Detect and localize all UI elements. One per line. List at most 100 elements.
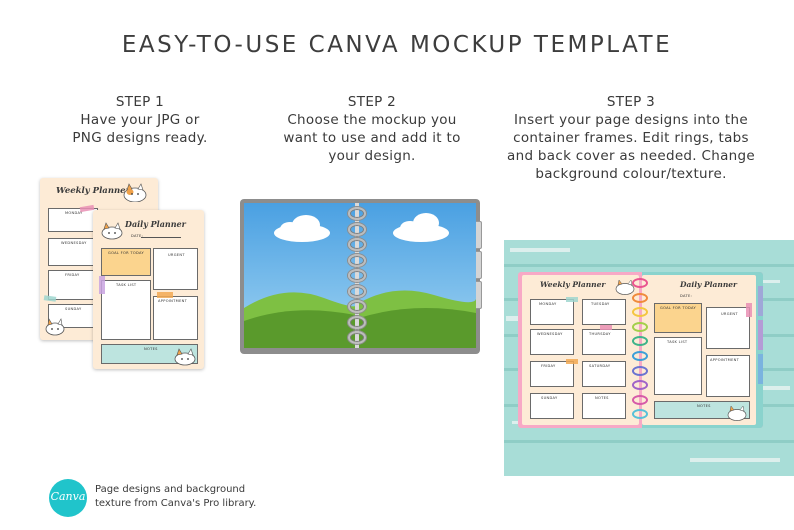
weekly-box: TUESDAY [582, 299, 626, 325]
weekly-box: SATURDAY [582, 361, 626, 387]
binder-ring [348, 300, 366, 313]
weekly-label: THURSDAY [589, 332, 611, 336]
washi-tape [99, 276, 105, 294]
daily-planner-title: Daily Planner [125, 219, 186, 229]
weekly-planner-title: Weekly Planner [56, 186, 131, 196]
binder-ring [348, 238, 366, 251]
weekly-box: WEDNESDAY [530, 329, 574, 355]
binder-ring [348, 315, 366, 329]
finished-planner-mockup: Weekly Planner MONDAY WEDNESDAY FRIDAY S… [518, 272, 763, 428]
page-title: EASY-TO-USE CANVA MOCKUP TEMPLATE [121, 32, 673, 58]
weekly-box: THURSDAY [582, 329, 626, 355]
credit-text: Page designs and background texture from… [95, 484, 257, 509]
binder-ring [348, 269, 366, 282]
washi-tape [566, 359, 578, 364]
washi-tape [43, 295, 57, 302]
binder-ring [632, 380, 648, 391]
date-line [141, 237, 181, 238]
washi-tape [157, 292, 173, 298]
cat-illustration-icon [615, 279, 635, 295]
weekly-label: SUNDAY [65, 307, 82, 311]
daily-label: URGENT [168, 253, 185, 257]
weekly-box: SUNDAY [530, 393, 574, 419]
daily-label: TASK LIST [667, 340, 688, 344]
washi-tape [746, 303, 752, 317]
weekly-label: TUESDAY [591, 302, 610, 306]
step-2-text: Choose the mockup you want to use and ad… [283, 112, 461, 164]
canva-logo: Canva [49, 479, 87, 517]
step-3-text: Insert your page designs into the contai… [507, 112, 755, 182]
binder-ring [348, 253, 366, 267]
weekly-label: SUNDAY [541, 396, 558, 400]
binder-ring [632, 409, 648, 420]
binder-ring [632, 292, 648, 303]
daily-date-label: DATE: [131, 234, 144, 238]
binder-ring [632, 307, 648, 318]
step-1: STEP 1 Have your JPG or PNG designs read… [60, 93, 220, 147]
daily-box: GOAL FOR TODAY [101, 248, 151, 276]
daily-label: NOTES [697, 404, 711, 408]
step-2: STEP 2 Choose the mockup you want to use… [282, 93, 462, 165]
daily-planner-page: Daily Planner DATE: GOAL FOR TODAY TASK … [93, 210, 204, 369]
binder-ring [348, 207, 366, 220]
canva-logo-text: Canva [50, 490, 86, 503]
daily-label: NOTES [144, 347, 158, 351]
daily-box: TASK LIST [654, 337, 702, 395]
daily-box: URGENT [153, 248, 198, 290]
daily-label: GOAL FOR TODAY [660, 306, 696, 310]
weekly-label: FRIDAY [541, 364, 556, 368]
step-1-text: Have your JPG or PNG designs ready. [72, 112, 208, 146]
daily-box: NOTES [654, 401, 750, 419]
blank-planner-mockup [240, 199, 482, 354]
daily-label: APPOINTMENT [158, 299, 188, 303]
weekly-box: MONDAY [530, 299, 574, 325]
weekly-planner-title: Weekly Planner [540, 280, 606, 289]
binder-ring [348, 331, 366, 344]
binder-ring [632, 394, 648, 405]
step-1-header: STEP 1 [115, 94, 165, 110]
washi-tape [566, 297, 578, 302]
cat-illustration-icon [45, 318, 65, 336]
weekly-box: NOTES [582, 393, 626, 419]
binder-ring [632, 351, 648, 361]
step-3: STEP 3 Insert your page designs into the… [500, 93, 762, 183]
daily-label: GOAL FOR TODAY [108, 251, 144, 255]
weekly-box: WEDNESDAY [48, 238, 98, 266]
binder-ring [632, 336, 648, 347]
cat-illustration-icon [727, 405, 747, 421]
daily-label: APPOINTMENT [710, 358, 740, 362]
finished-daily-page: Daily Planner DATE: GOAL FOR TODAY TASK … [642, 275, 756, 425]
step-2-header: STEP 2 [347, 94, 397, 110]
binder-ring [632, 278, 648, 288]
weekly-label: WEDNESDAY [537, 332, 563, 336]
daily-date-label: DATE: [680, 294, 693, 298]
daily-box: APPOINTMENT [153, 296, 198, 340]
weekly-label: FRIDAY [65, 273, 80, 277]
weekly-box: FRIDAY [48, 270, 98, 300]
daily-box: NOTES [101, 344, 198, 364]
binder-ring [348, 284, 366, 298]
daily-label: TASK LIST [116, 283, 137, 287]
daily-label: URGENT [721, 312, 738, 316]
binder-ring [632, 321, 648, 332]
cat-illustration-icon [101, 222, 123, 240]
weekly-label: MONDAY [539, 302, 557, 306]
weekly-label: NOTES [595, 396, 609, 400]
cat-illustration-icon [174, 348, 196, 366]
step-3-header: STEP 3 [606, 94, 656, 110]
weekly-label: MONDAY [65, 211, 83, 215]
daily-box: TASK LIST [101, 280, 151, 340]
daily-box: APPOINTMENT [706, 355, 750, 397]
weekly-label: WEDNESDAY [61, 241, 87, 245]
binder-ring [348, 222, 366, 236]
landscape-placeholder-image [244, 203, 476, 348]
weekly-box: FRIDAY [530, 361, 574, 387]
finished-tab [758, 286, 763, 316]
finished-weekly-page: Weekly Planner MONDAY WEDNESDAY FRIDAY S… [522, 275, 639, 425]
cat-illustration-icon [123, 183, 147, 202]
binder-ring [632, 365, 648, 376]
daily-box: GOAL FOR TODAY [654, 303, 702, 333]
finished-tab [758, 354, 763, 384]
finished-tab [758, 320, 763, 350]
weekly-label: SATURDAY [589, 364, 611, 368]
